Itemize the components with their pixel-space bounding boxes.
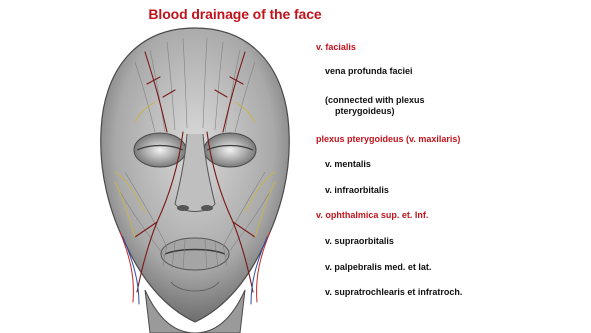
mouth <box>161 238 229 270</box>
label-connected-with-plexus: (connected with plexus pterygoideus) <box>325 95 425 117</box>
label-connected-line2: pterygoideus) <box>325 106 425 117</box>
slide-title: Blood drainage of the face <box>100 6 370 22</box>
label-v-mentalis: v. mentalis <box>325 159 371 170</box>
left-eye <box>134 133 186 167</box>
face-anatomy-illustration <box>75 22 315 333</box>
label-v-supratrochlearis: v. supratrochlearis et infratroch. <box>325 287 462 298</box>
label-plexus-pterygoideus: plexus pterygoideus (v. maxilaris) <box>316 134 460 145</box>
right-eye <box>204 133 256 167</box>
label-v-facialis: v. facialis <box>316 42 356 53</box>
label-v-infraorbitalis: v. infraorbitalis <box>325 185 389 196</box>
label-v-supraorbitalis: v. supraorbitalis <box>325 236 394 247</box>
label-v-ophthalmica: v. ophthalmica sup. et. Inf. <box>316 210 428 221</box>
label-vena-profunda-faciei: vena profunda faciei <box>325 66 413 77</box>
label-v-palpebralis: v. palpebralis med. et lat. <box>325 262 431 273</box>
label-connected-line1: (connected with plexus <box>325 95 425 105</box>
